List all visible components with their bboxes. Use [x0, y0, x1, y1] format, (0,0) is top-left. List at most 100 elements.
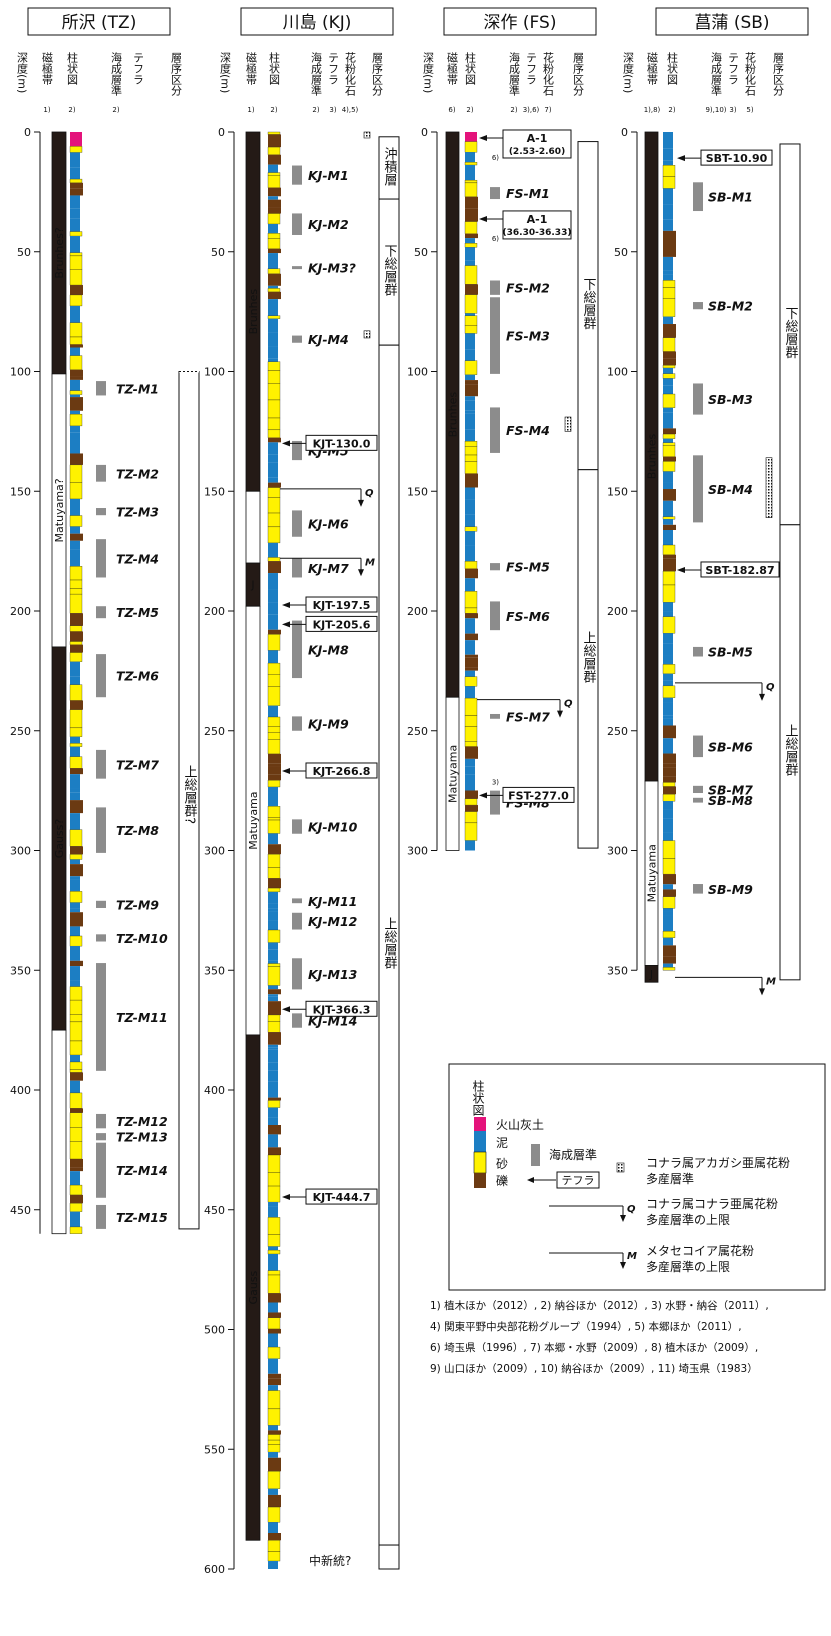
pollen-boundary-arrowhead — [358, 499, 364, 507]
lithology-bed-sand — [267, 1540, 281, 1552]
lithology-bed-mud — [465, 349, 475, 361]
lithology-bed-sand — [69, 178, 83, 184]
marine-horizon-label: KJ-M1 — [308, 168, 349, 183]
legend-m-text-1: メタセコイア属花粉 — [646, 1243, 754, 1258]
column-header: 柱状図 — [66, 51, 79, 85]
lithology-bed-sand — [662, 584, 676, 603]
lithology-bed-gravel — [268, 1494, 281, 1508]
lithology-bed-mud — [70, 661, 80, 677]
tephra-label-box — [305, 615, 378, 632]
lithology-bed-mud — [268, 1302, 278, 1313]
lithology-bed-mud — [268, 1452, 278, 1458]
lithology-bed-mud — [268, 477, 278, 483]
lithology-bed-gravel — [663, 351, 676, 359]
tephra-label-box — [305, 434, 378, 451]
lithology-bed-mud — [268, 650, 278, 664]
lithology-bed-sand — [267, 1317, 281, 1330]
column-header: 海成層準 — [710, 51, 723, 97]
legend-swatch-mud — [474, 1131, 486, 1152]
lithology-bed-mud — [268, 903, 278, 909]
lithology-bed-mud — [70, 1171, 80, 1186]
marine-horizon-label: TZ-M9 — [116, 897, 159, 912]
tephra-sublabel: (36.30-36.33) — [503, 228, 572, 238]
lithology-bed-sand — [69, 252, 83, 257]
column-header-note: 2) — [112, 106, 119, 114]
pollen-zone-marker — [564, 416, 572, 432]
marine-horizon-bar — [693, 646, 703, 657]
lithology-bed-sand — [267, 487, 281, 498]
marine-horizon-bar — [693, 735, 703, 758]
stratigraphic-unit-label: 上総層群 — [581, 631, 597, 683]
tephra-note: 6) — [492, 235, 499, 243]
legend-frame — [448, 1063, 826, 1291]
lithology-bed-mud — [70, 347, 80, 356]
marine-horizon-label: TZ-M15 — [116, 1210, 168, 1225]
lithology-bed-mud — [70, 379, 80, 391]
lithology-bed-mud — [70, 676, 80, 685]
lithology-bed-gravel — [268, 766, 281, 775]
lithology-bed-mud — [465, 487, 475, 500]
lithology-bed-mud — [268, 942, 278, 950]
lithology-bed-mud — [465, 247, 475, 261]
marine-horizon-bar — [96, 1204, 106, 1229]
lithology-bed-sand — [662, 896, 676, 909]
lithology-bed-sand — [69, 336, 83, 345]
marine-horizon-bar — [490, 713, 500, 719]
legend-label-mud: 泥 — [496, 1136, 508, 1150]
lithology-bed-mud — [70, 736, 80, 744]
lithology-bed-sand — [464, 607, 478, 614]
marine-horizon-label: KJ-M3? — [308, 260, 356, 275]
marine-horizon-bar — [96, 749, 106, 779]
marine-horizon-label: KJ-M8 — [308, 642, 349, 657]
lithology-bed-sand — [662, 165, 676, 177]
lithology-bed-gravel — [70, 864, 83, 877]
lithology-bed-sand — [662, 433, 676, 439]
stratigraphic-unit-box — [577, 469, 599, 849]
lithology-bed-mud — [465, 410, 475, 414]
lithology-bed-sand — [662, 287, 676, 299]
column-header: 深度(m) — [622, 52, 635, 94]
lithology-bed-mud — [465, 374, 475, 381]
lithology-bed-gravel — [70, 376, 83, 380]
lithology-bed-mud — [663, 213, 673, 220]
lithology-bed-sand — [69, 1127, 83, 1142]
lithology-bed-mud — [663, 673, 673, 681]
lithology-bed-gravel — [663, 874, 676, 885]
lithology-bed-gravel — [663, 945, 676, 957]
depth-tick-label: 450 — [10, 1204, 31, 1217]
lithology-bed-sand — [662, 445, 676, 457]
lithology-bed-gravel — [268, 437, 281, 443]
tephra-label: KJT-266.8 — [313, 765, 371, 778]
depth-tick-label: 100 — [204, 366, 225, 379]
lithology-bed-gravel — [663, 358, 676, 366]
lithology-bed-sand — [267, 806, 281, 818]
marine-horizon-bar — [96, 464, 106, 482]
marine-horizon-bar — [490, 297, 500, 374]
lithology-bed-sand — [69, 1141, 83, 1160]
legend-swatch-pollen — [616, 1162, 625, 1173]
marine-horizon-bar — [292, 335, 302, 343]
tephra-arrowhead — [677, 566, 685, 573]
lithology-bed-mud — [663, 702, 673, 716]
lithology-bed-gravel — [70, 188, 83, 196]
magnetozone-label: Gauss? — [53, 819, 66, 859]
lithology-bed-sand — [69, 294, 83, 307]
depth-tick-label: 150 — [204, 485, 225, 498]
lithology-bed-sand — [69, 999, 83, 1015]
lithology-bed-mud — [663, 655, 673, 665]
lithology-bed-sand — [69, 1226, 83, 1234]
marine-horizon-bar — [292, 912, 302, 930]
lithology-bed-gravel — [268, 207, 281, 214]
lithology-bed-sand — [267, 1100, 281, 1108]
lithology-bed-gravel — [268, 1097, 281, 1101]
tephra-label: SBT-182.87 — [705, 564, 774, 577]
lithology-bed-sand — [69, 322, 83, 338]
lithology-bed-gravel — [268, 1430, 281, 1435]
column-title-fs: 深作 (FS) — [443, 7, 597, 36]
lithology-bed-sand — [267, 634, 281, 651]
lithology-bed-sand — [464, 676, 478, 687]
lithology-bed-gravel — [268, 561, 281, 574]
lithology-bed-gravel — [268, 629, 281, 635]
tephra-arrowhead — [479, 134, 487, 141]
lithology-bed-gravel — [663, 428, 676, 435]
